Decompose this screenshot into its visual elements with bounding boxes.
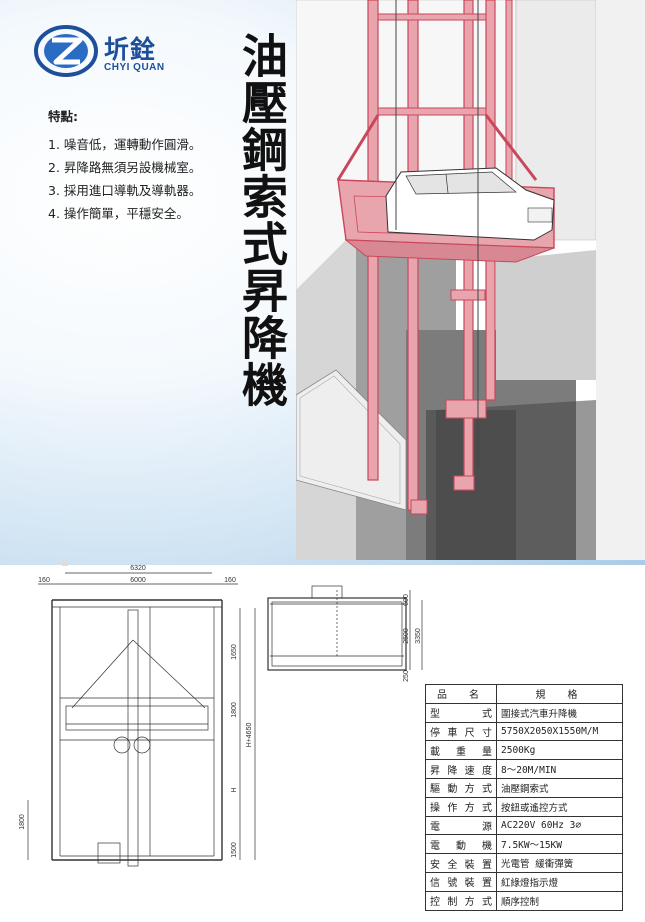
features-heading: 特點: [48, 109, 78, 124]
features-section: 特點: 1. 噪音低，運轉動作圓滑。 2. 昇降路無須另設機械室。 3. 採用進… [48, 106, 248, 225]
brand-logo: 圻銓 CHYI QUAN [34, 24, 209, 78]
dim-wall-right: 160 [224, 577, 236, 584]
spec-key: 控制方式 [425, 890, 497, 911]
spec-value: 7.5KW～15KW [496, 834, 623, 855]
lift-illustration [296, 0, 645, 560]
dim-1500: 1500 [231, 842, 238, 858]
spec-value: 5750X2050X1550M/M [496, 721, 623, 742]
spec-key: 電 源 [425, 815, 497, 836]
feature-item: 1. 噪音低，運轉動作圓滑。 [48, 137, 202, 152]
spec-key: 操作方式 [425, 796, 497, 817]
dim-1800: 1800 [231, 702, 238, 718]
table-row: 信號裝置紅綠燈指示燈 [425, 871, 623, 892]
table-row: 安全裝置光電管 緩衝彈簧 [425, 853, 623, 873]
feature-item: 4. 操作簡單，平穩安全。 [48, 206, 189, 221]
spec-key: 電 動 機 [425, 834, 497, 855]
spec-key: 型 式 [425, 702, 497, 723]
dim-inner-width: 6000 [130, 577, 146, 584]
spec-header-spec: 規 格 [496, 684, 623, 704]
feature-item: 3. 採用進口導軌及導軌器。 [48, 183, 202, 198]
spec-header-row: 品 名 規 格 [425, 684, 623, 704]
page-title: 油壓鋼索式昇降機 [235, 32, 289, 408]
spec-value: 按鈕或遙控方式 [496, 796, 623, 817]
table-row: 操作方式按鈕或遙控方式 [425, 796, 623, 817]
features-list: 1. 噪音低，運轉動作圓滑。 2. 昇降路無須另設機械室。 3. 採用進口導軌及… [48, 133, 248, 225]
table-row: 型 式圍接式汽車升降機 [425, 702, 623, 723]
feature-item: 2. 昇降路無須另設機械室。 [48, 160, 202, 175]
dim-h: H [231, 787, 238, 792]
spec-header-name: 品 名 [425, 684, 497, 704]
spec-key: 安全裝置 [425, 853, 497, 873]
spec-key: 信號裝置 [425, 871, 497, 892]
table-row: 控制方式順序控制 [425, 890, 623, 911]
spec-value: 光電管 緩衝彈簧 [496, 853, 623, 873]
brand-name-en: CHYI QUAN [104, 62, 165, 73]
dim-pit: 1800 [19, 814, 26, 830]
spec-value: 紅綠燈指示燈 [496, 871, 623, 892]
dim-h-total: H+4650 [246, 723, 253, 748]
spec-value: 順序控制 [496, 890, 623, 911]
spec-value: 油壓鋼索式 [496, 777, 623, 798]
spec-key: 驅動方式 [425, 777, 497, 798]
spec-key: 昇降速度 [425, 759, 497, 779]
spec-value: 8～20M/MIN [496, 759, 623, 779]
dim-car-2500: 2500 [403, 628, 410, 644]
spec-value: 2500Kg [496, 740, 623, 761]
spec-key: 載 重 量 [425, 740, 497, 761]
spec-value: 圍接式汽車升降機 [496, 702, 623, 723]
technical-drawing: 6320 6000 160 160 1650 1800 H+4650 H 150… [19, 560, 423, 867]
brand-name-cn: 圻銓 [104, 35, 157, 64]
dim-car-3350: 3350 [415, 628, 422, 644]
dim-1650: 1650 [231, 644, 238, 660]
car-icon [385, 167, 555, 241]
brand-emblem-icon [34, 25, 98, 77]
dim-car-250: 250 [403, 670, 410, 682]
dim-car-600: 600 [403, 594, 410, 606]
dim-total-width: 6320 [130, 565, 146, 572]
spec-value: AC220V 60Hz 3∅ [496, 815, 623, 836]
spec-key: 停車尺寸 [425, 721, 497, 742]
dim-wall-left: 160 [38, 577, 50, 584]
table-row: 驅動方式油壓鋼索式 [425, 777, 623, 798]
